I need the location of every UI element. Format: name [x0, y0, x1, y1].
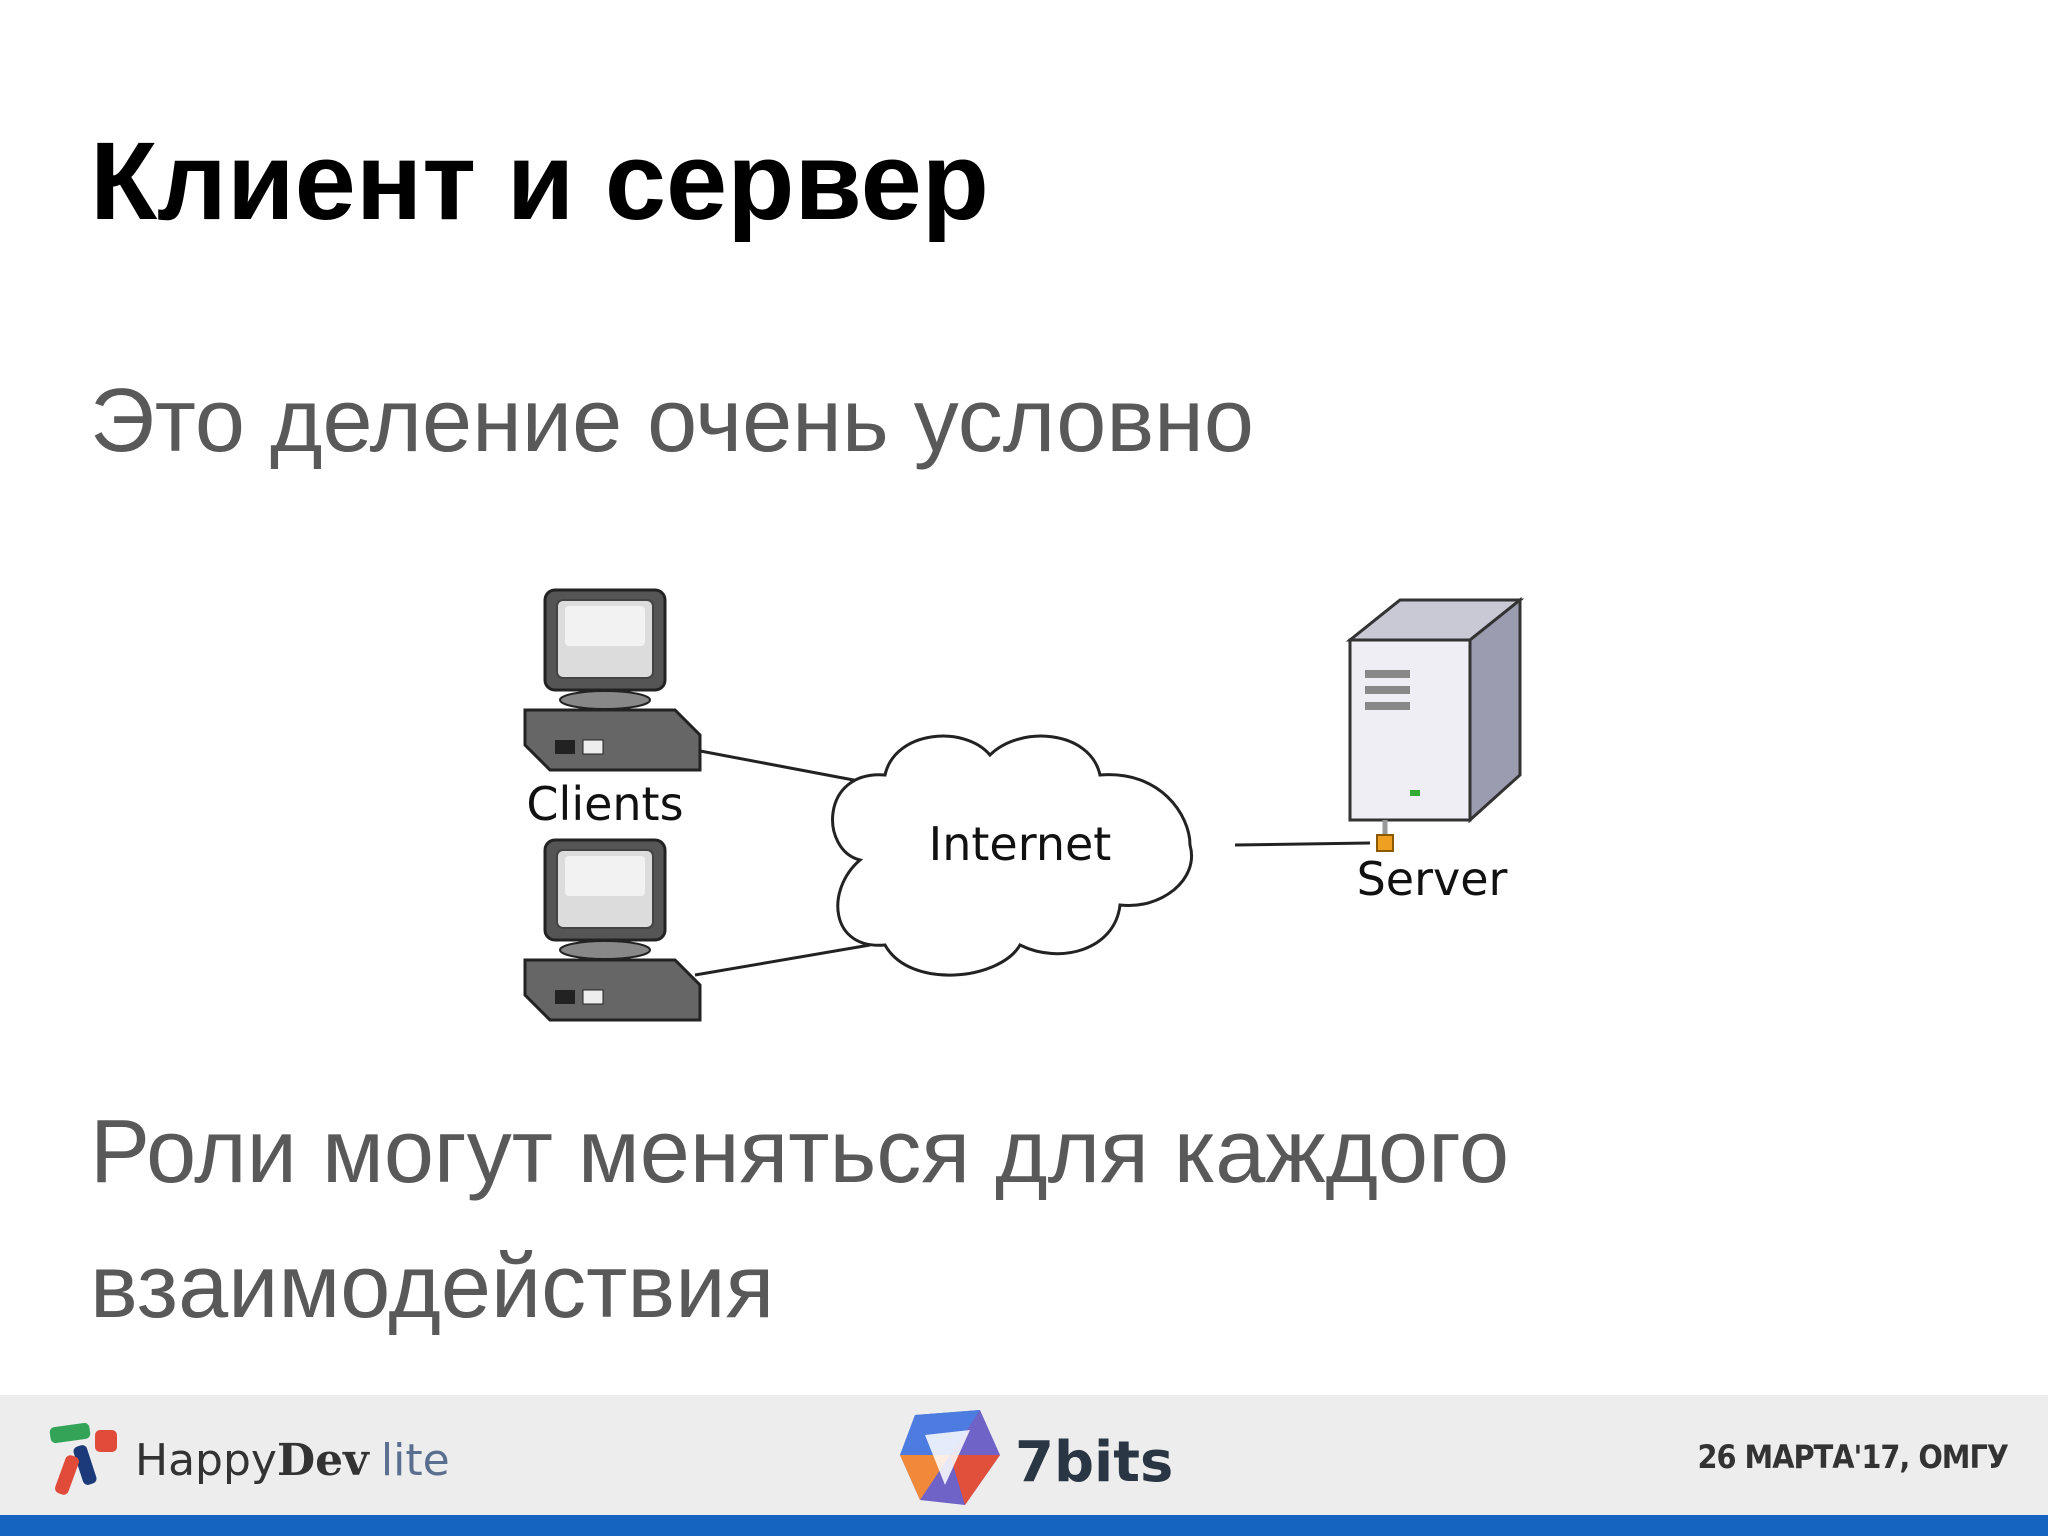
7bits-logo-icon	[900, 1410, 1000, 1505]
brand-lite-text: lite	[380, 1435, 450, 1486]
server-tower-icon	[1345, 596, 1525, 852]
slide-title: Клиент и сервер	[90, 120, 989, 243]
client1-link	[694, 748, 881, 787]
client-server-diagram: Internet Clients	[500, 560, 1560, 1030]
brand-happy-text: Happy	[135, 1435, 277, 1486]
bullet-text-1: Это деление очень условно	[90, 371, 1254, 471]
client2-link	[694, 943, 871, 977]
internet-cloud-icon	[831, 734, 1193, 977]
footer	[0, 1395, 2048, 1515]
footer-accent-bar	[0, 1515, 2048, 1536]
bullet-text-2: Роли могут меняться для каждого взаимоде…	[90, 1102, 1509, 1337]
server-link	[1234, 841, 1371, 847]
internet-label: Internet	[929, 817, 1112, 871]
event-date-label: 26 МАРТА'17, ОМГУ	[1697, 1438, 2009, 1476]
client-computer-icon	[523, 838, 702, 1022]
server-label: Server	[1357, 852, 1508, 906]
happydev-logo-icon	[49, 1422, 117, 1495]
brand-dev-text: Dev	[276, 1435, 369, 1486]
7bits-logo: 7bits	[895, 1400, 1195, 1515]
clients-label: Clients	[526, 777, 683, 831]
brand-7bits-text: 7bits	[1015, 1430, 1174, 1495]
client-computer-icon	[523, 588, 702, 772]
happydev-logo: HappyDev lite	[40, 1415, 460, 1505]
